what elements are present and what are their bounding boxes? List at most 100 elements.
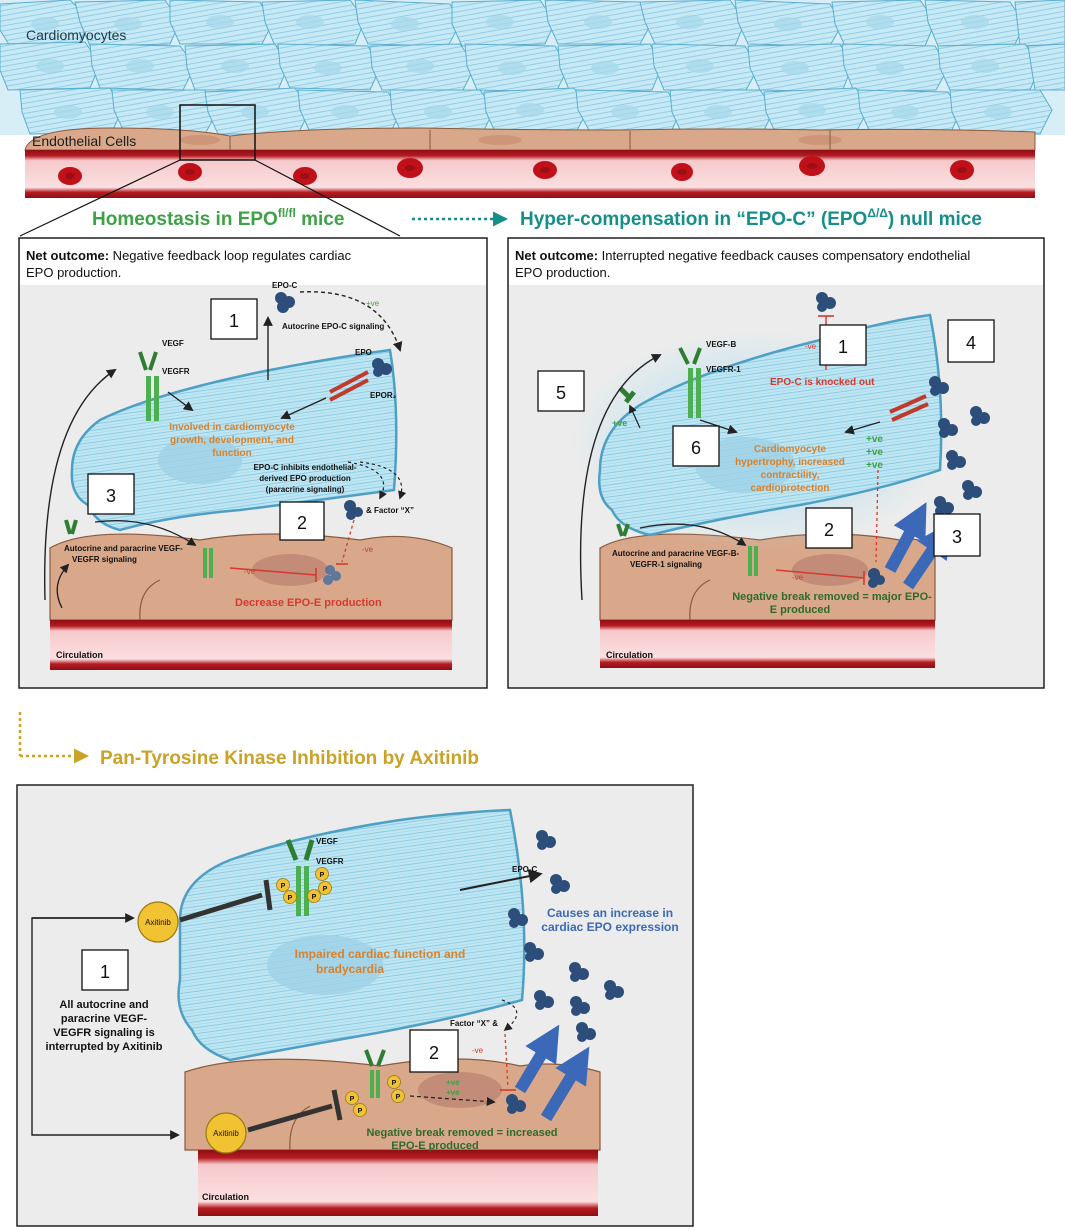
- svg-text:EPO: EPO: [355, 348, 372, 357]
- svg-text:EPO production.: EPO production.: [515, 265, 610, 280]
- svg-text:Negative break removed = major: Negative break removed = major EPO-E pro…: [732, 591, 932, 616]
- step-box-3: 3: [87, 473, 135, 515]
- svg-text:VEGF-B: VEGF-B: [706, 340, 736, 349]
- svg-text:-ve: -ve: [792, 573, 804, 582]
- top-tissue: Cardiomyocytes Endothelial Cells: [0, 0, 1065, 237]
- svg-text:-ve: -ve: [805, 342, 817, 351]
- svg-text:Axitinib: Axitinib: [145, 918, 171, 927]
- svg-text:P: P: [396, 1094, 401, 1101]
- svg-text:-ve: -ve: [244, 567, 256, 576]
- svg-text:P: P: [358, 1108, 363, 1115]
- axitinib-bottom: [205, 1112, 247, 1154]
- p2-step-box-3: 3: [933, 513, 981, 557]
- svg-text:Circulation: Circulation: [56, 650, 103, 660]
- svg-text:VEGFR: VEGFR: [316, 857, 344, 866]
- svg-text:2: 2: [297, 513, 307, 533]
- svg-text:Factor “X” &: Factor “X” &: [450, 1019, 498, 1028]
- svg-text:+ve+ve: +ve+ve: [446, 1078, 460, 1097]
- cardiomyocytes-label: Cardiomyocytes: [26, 27, 126, 43]
- svg-text:& Factor “X”: & Factor “X”: [366, 506, 414, 515]
- svg-text:+ve: +ve: [612, 418, 627, 428]
- svg-text:2: 2: [824, 520, 834, 540]
- svg-text:EPO-C inhibits endothelial-der: EPO-C inhibits endothelial-derived EPO p…: [253, 463, 356, 494]
- svg-text:P: P: [281, 883, 286, 890]
- svg-text:EPO-C is knocked out: EPO-C is knocked out: [770, 377, 875, 388]
- svg-text:4: 4: [966, 333, 976, 353]
- svg-text:-ve: -ve: [472, 1046, 484, 1055]
- svg-text:EPO production.: EPO production.: [26, 265, 121, 280]
- p2-step-box-1: 1: [819, 324, 867, 366]
- endothelial-layer: [24, 127, 1036, 151]
- secreted-epo: [929, 376, 990, 516]
- axitinib-connector: [18, 712, 89, 764]
- step-box-1: 1: [210, 298, 258, 340]
- svg-text:Autocrine and paracrine VEGF-B: Autocrine and paracrine VEGF-B-VEGFR-1 s…: [612, 549, 739, 569]
- panel-hypercompensation: Net outcome: Interrupted negative feedba…: [507, 237, 1045, 689]
- svg-text:VEGFR-1: VEGFR-1: [706, 365, 741, 374]
- svg-text:Autocrine EPO-C signaling: Autocrine EPO-C signaling: [282, 322, 384, 331]
- svg-text:VEGF: VEGF: [162, 339, 184, 348]
- svg-text:Net outcome: Interrupted negat: Net outcome: Interrupted negative feedba…: [515, 248, 970, 263]
- svg-text:Circulation: Circulation: [606, 650, 653, 660]
- p2-step-box-2: 2: [805, 507, 853, 549]
- svg-text:P: P: [323, 886, 328, 893]
- svg-text:EPO-C: EPO-C: [272, 281, 298, 290]
- svg-text:Axitinib: Axitinib: [213, 1129, 239, 1138]
- vegf-receptor: [138, 351, 159, 421]
- svg-text:1: 1: [229, 311, 239, 331]
- svg-text:1: 1: [838, 337, 848, 357]
- secreted-epo-c: [506, 830, 624, 1114]
- svg-text:Negative break removed = incre: Negative break removed = increasedEPO-E …: [366, 1127, 557, 1152]
- p2-step-box-5: 5: [537, 370, 585, 412]
- svg-text:P: P: [350, 1096, 355, 1103]
- svg-text:Autocrine and paracrine VEGF-V: Autocrine and paracrine VEGF-VEGFR signa…: [64, 544, 183, 564]
- hyper-heading: Hyper-compensation in “EPO-C” (EPOΔ/Δ) n…: [520, 206, 982, 230]
- svg-text:-ve: -ve: [362, 545, 374, 554]
- epo-c-molecule: [275, 292, 295, 313]
- svg-text:VEGFR: VEGFR: [162, 367, 190, 376]
- svg-text:+ve: +ve: [366, 299, 380, 308]
- p3-step-box-2: 2: [409, 1029, 459, 1073]
- svg-text:Circulation: Circulation: [202, 1192, 249, 1202]
- axitinib-heading: Pan-Tyrosine Kinase Inhibition by Axitin…: [100, 748, 479, 769]
- svg-text:5: 5: [556, 383, 566, 403]
- p3-step-box-1: 1: [81, 949, 129, 991]
- svg-text:P: P: [320, 872, 325, 879]
- panel-homeostasis: Net outcome: Negative feedback loop regu…: [18, 237, 488, 689]
- cardiomyocyte-layer: [0, 0, 1065, 135]
- svg-text:Net outcome: Negative feedback: Net outcome: Negative feedback loop regu…: [26, 248, 352, 263]
- svg-text:3: 3: [952, 527, 962, 547]
- homeostasis-heading: Homeostasis in EPOfl/fl mice: [92, 206, 344, 230]
- svg-text:VEGF: VEGF: [316, 837, 338, 846]
- epo-molecule: [372, 358, 392, 377]
- svg-text:Decrease EPO-E production: Decrease EPO-E production: [235, 597, 382, 609]
- svg-text:P: P: [312, 894, 317, 901]
- svg-text:EPO-C: EPO-C: [512, 865, 538, 874]
- svg-text:EPOR₂: EPOR₂: [370, 391, 397, 400]
- epor-receptor: [329, 370, 369, 402]
- svg-text:6: 6: [691, 438, 701, 458]
- svg-text:1: 1: [100, 962, 110, 982]
- step-box-2: 2: [279, 501, 325, 541]
- zoom-box: [179, 104, 256, 161]
- phospho-top: [276, 867, 332, 904]
- endothelial-label: Endothelial Cells: [32, 133, 136, 149]
- p2-step-box-4: 4: [947, 319, 995, 363]
- phospho-bottom: [345, 1075, 405, 1117]
- svg-text:3: 3: [106, 486, 116, 506]
- svg-text:+ve+ve+ve: +ve+ve+ve: [866, 434, 883, 471]
- svg-text:2: 2: [429, 1043, 439, 1063]
- svg-text:P: P: [392, 1080, 397, 1087]
- axitinib-top: [137, 901, 179, 943]
- factor-x-molecule: [344, 500, 363, 520]
- panel-axitinib: Circulation VEGF VEGFR PP PP P Axitinib …: [16, 784, 694, 1227]
- svg-text:P: P: [288, 895, 293, 902]
- blood-vessel: [25, 150, 1035, 198]
- p2-step-box-6: 6: [672, 425, 720, 467]
